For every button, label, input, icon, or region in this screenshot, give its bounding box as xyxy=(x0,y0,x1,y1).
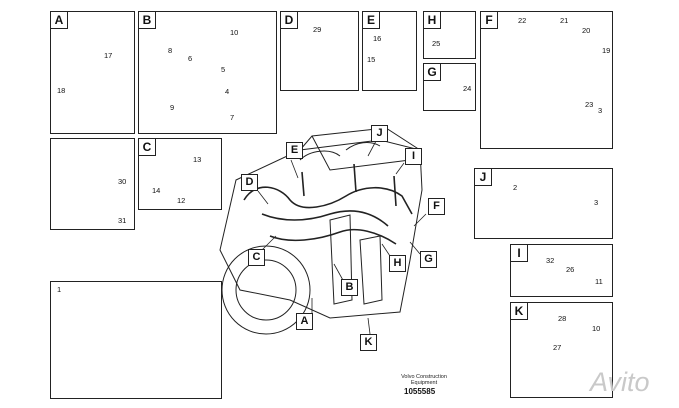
callout-10-d: 10 xyxy=(230,28,239,37)
panel-e-letter: E xyxy=(363,12,380,29)
engine-tag-k: K xyxy=(360,334,377,351)
engine-tag-j: J xyxy=(371,125,388,142)
callout-27: 27 xyxy=(553,343,562,352)
panel-e: E xyxy=(362,11,417,91)
engine-tag-i: I xyxy=(405,148,422,165)
callout-28: 28 xyxy=(558,314,567,323)
panel-g: G xyxy=(423,63,476,111)
callout-16: 16 xyxy=(373,34,382,43)
panel-k-letter: K xyxy=(511,303,528,320)
footer-company: Volvo Construction Equipment xyxy=(390,374,458,386)
panel-b: B xyxy=(138,11,277,134)
engine-tag-f: F xyxy=(428,198,445,215)
panel-j: J xyxy=(474,168,613,239)
engine-tag-c: C xyxy=(248,249,265,266)
callout-31: 31 xyxy=(118,216,127,225)
panel-f-letter: F xyxy=(481,12,498,29)
engine-harness xyxy=(243,163,413,245)
panel-k: K xyxy=(510,302,613,398)
callout-29: 29 xyxy=(313,25,322,34)
engine-tag-a: A xyxy=(296,313,313,330)
callout-3-f: 3 xyxy=(598,106,603,115)
callout-13: 13 xyxy=(193,155,202,164)
engine-tag-e: E xyxy=(286,142,303,159)
watermark: Avito xyxy=(590,367,650,397)
callout-19: 19 xyxy=(602,46,611,55)
callout-1: 1 xyxy=(57,285,62,294)
callout-5: 5 xyxy=(221,65,226,74)
footer-line-1: Volvo Construction xyxy=(401,374,447,380)
panel-d: D xyxy=(280,11,359,91)
panel-c: C xyxy=(138,138,222,210)
callout-24: 24 xyxy=(463,84,472,93)
panel-h: H xyxy=(423,11,476,59)
panel-h-letter: H xyxy=(424,12,441,29)
callout-6: 6 xyxy=(188,54,193,63)
panel-c-letter: C xyxy=(139,139,156,156)
panel-g-letter: G xyxy=(424,64,441,81)
callout-15: 15 xyxy=(367,55,376,64)
panel-a: A xyxy=(50,11,135,134)
callout-7: 7 xyxy=(230,113,235,122)
panel-j-letter: J xyxy=(475,169,492,186)
callout-22: 22 xyxy=(518,16,527,25)
callout-25: 25 xyxy=(432,39,441,48)
panel-i-letter: I xyxy=(511,245,528,262)
engine-tag-b: B xyxy=(341,279,358,296)
callout-18: 18 xyxy=(57,86,66,95)
callout-30: 30 xyxy=(118,177,127,186)
callout-32: 32 xyxy=(546,256,555,265)
engine-tag-g: G xyxy=(420,251,437,268)
callout-2: 2 xyxy=(513,183,518,192)
engine-block xyxy=(219,127,423,335)
callout-17: 17 xyxy=(104,51,113,60)
engine-tag-h: H xyxy=(389,255,406,272)
panel-b-letter: B xyxy=(139,12,156,29)
panel-ecu xyxy=(50,138,135,230)
footer-number: 1055585 xyxy=(404,387,436,396)
callout-4: 4 xyxy=(225,87,230,96)
panel-harness xyxy=(50,281,222,399)
engine-tag-d: D xyxy=(241,174,258,191)
callout-9: 9 xyxy=(170,103,175,112)
callout-11: 11 xyxy=(595,277,603,286)
panel-d-letter: D xyxy=(281,12,298,29)
panel-i: I xyxy=(510,244,613,297)
panel-a-letter: A xyxy=(51,12,68,29)
callout-26: 26 xyxy=(566,265,575,274)
panel-f: F xyxy=(480,11,613,149)
callout-10-k: 10 xyxy=(592,324,601,333)
callout-12: 12 xyxy=(177,196,186,205)
callout-23: 23 xyxy=(585,100,594,109)
callout-8: 8 xyxy=(168,46,173,55)
callout-20: 20 xyxy=(582,26,591,35)
footer-line-2: Equipment xyxy=(410,380,438,386)
callout-3-j: 3 xyxy=(594,198,599,207)
callout-21: 21 xyxy=(560,16,569,25)
callout-14: 14 xyxy=(152,186,161,195)
